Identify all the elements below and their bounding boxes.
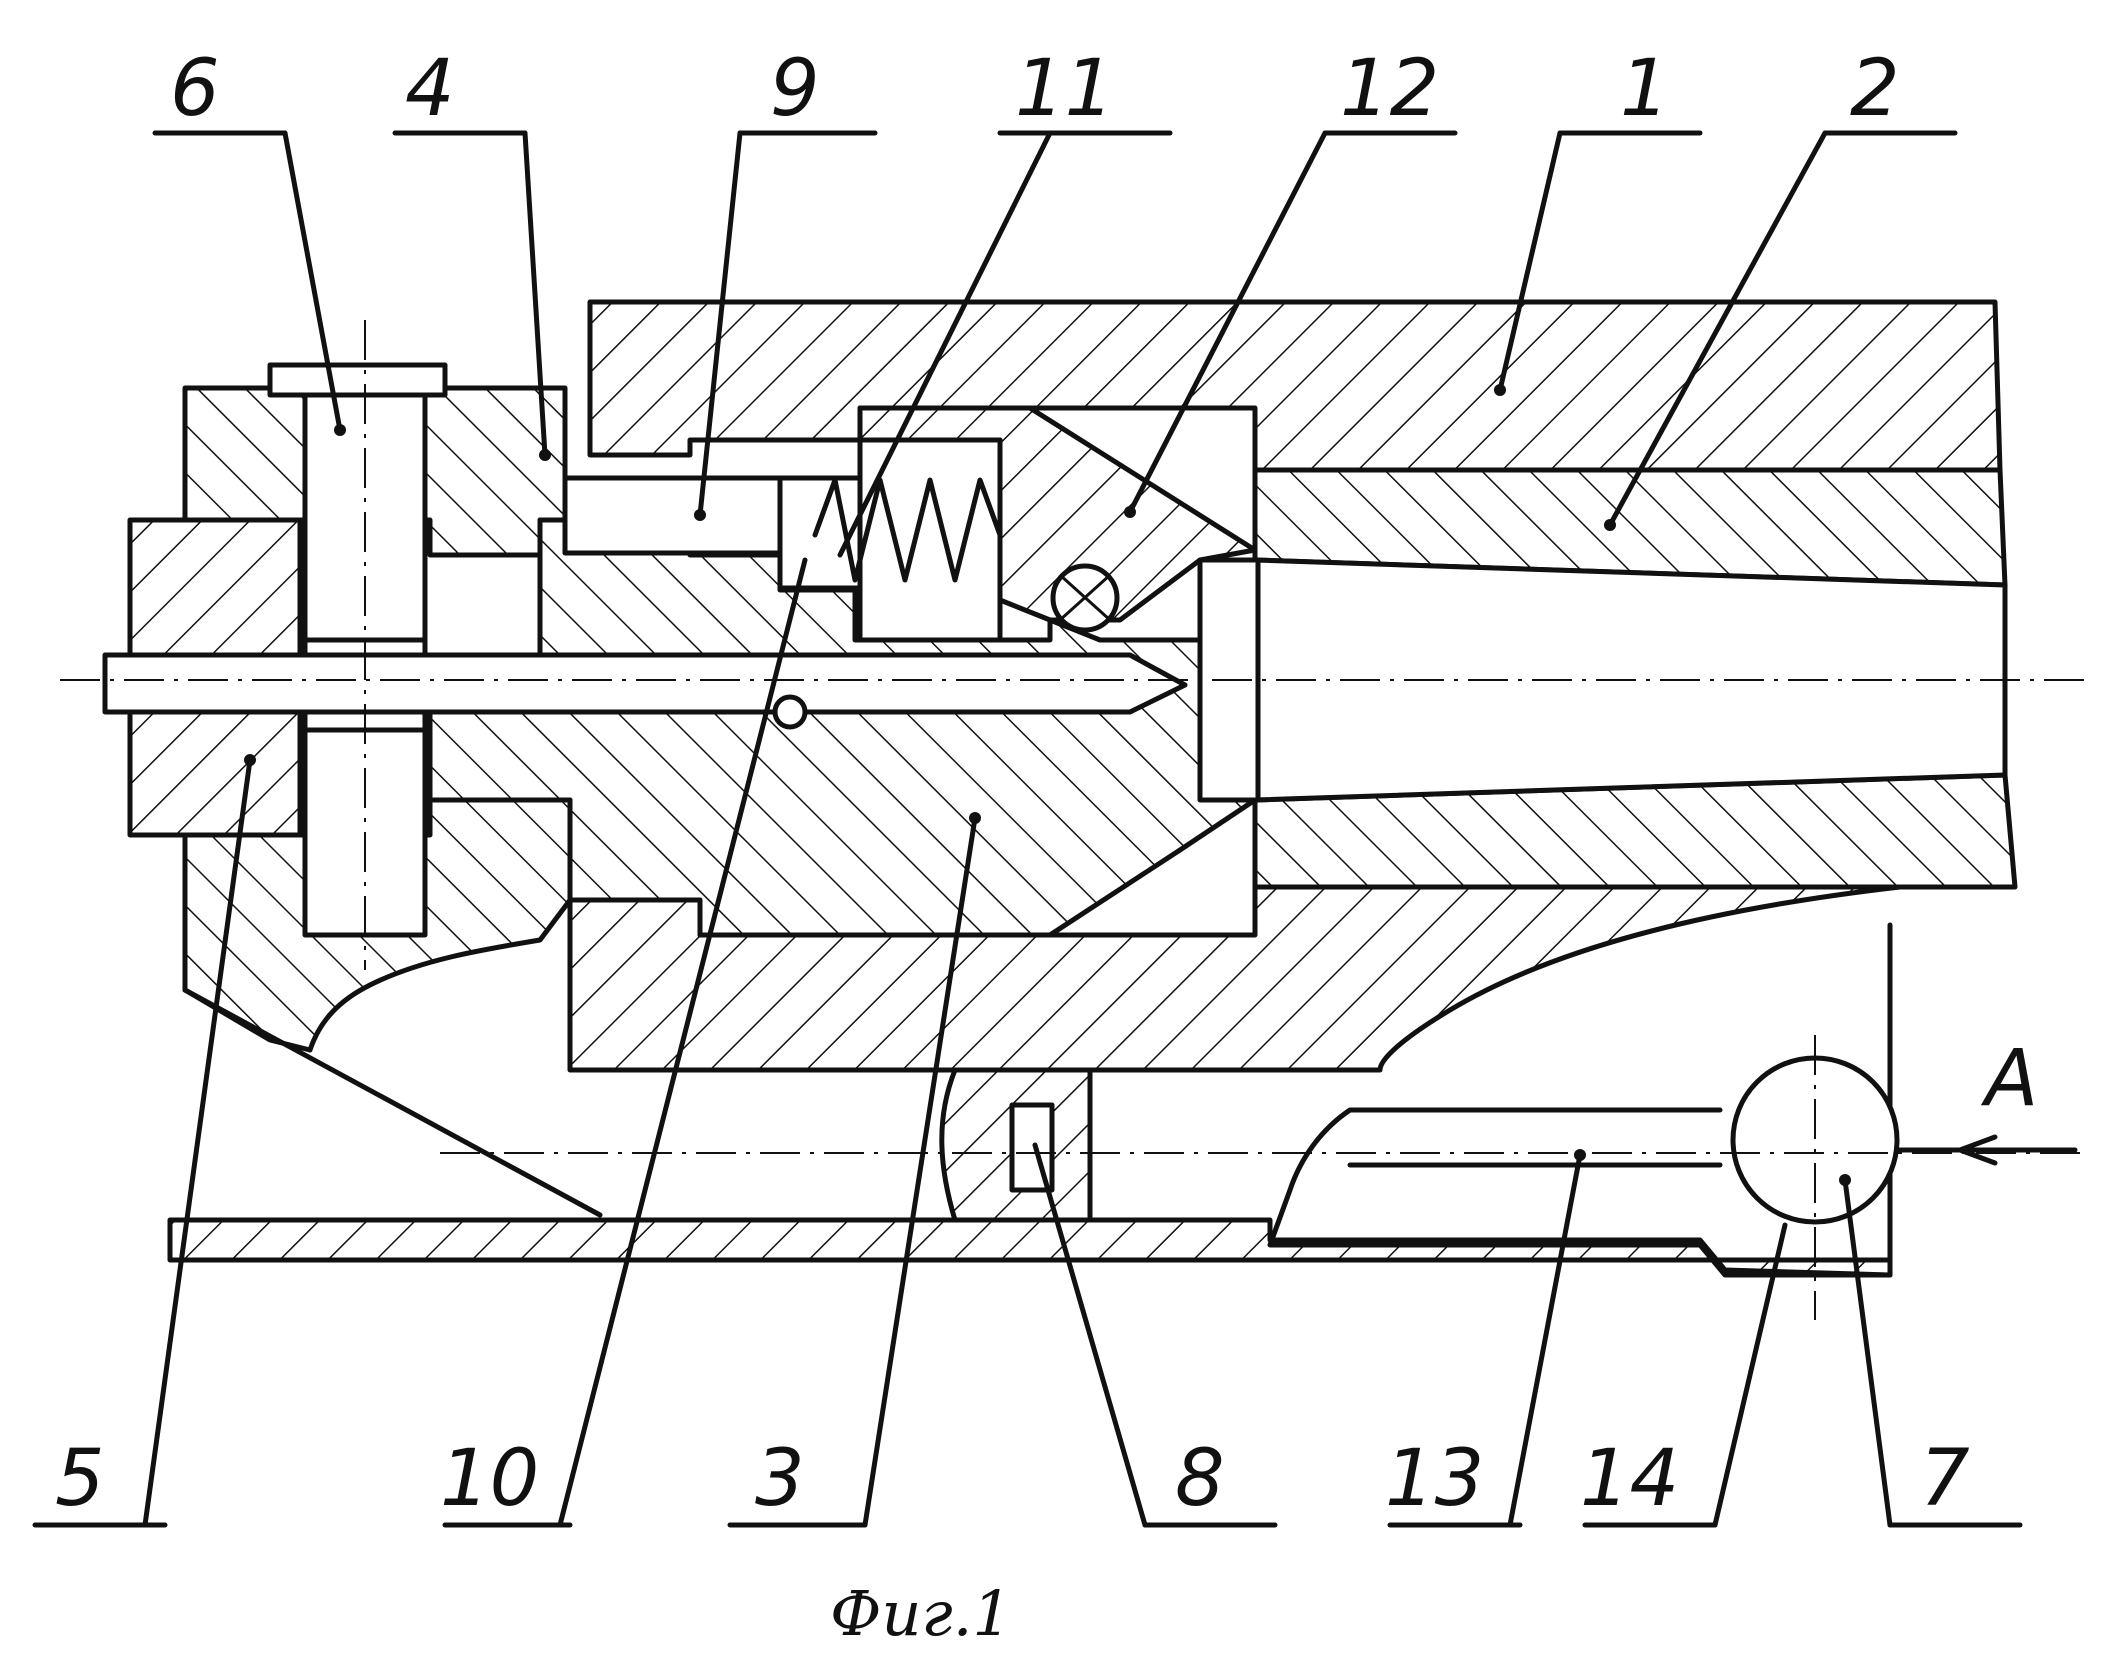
label-12: 12 [1340,44,1439,134]
ball-part-10 [775,697,805,727]
view-marker-a: A [1980,1034,2038,1124]
label-6: 6 [170,44,220,134]
channel-part-9 [565,478,780,553]
pin-6-head [270,365,445,395]
figure-caption: Фиг.1 [830,1577,1012,1650]
label-13: 13 [1385,1434,1484,1524]
rod [105,655,1185,712]
label-7: 7 [1920,1434,1970,1524]
label-14: 14 [1580,1434,1679,1524]
label-1: 1 [1620,44,1670,134]
label-2: 2 [1850,44,1900,134]
label-5: 5 [55,1434,105,1524]
label-3: 3 [755,1434,805,1524]
label-8: 8 [1175,1434,1225,1524]
label-11: 11 [1015,44,1114,134]
frame-lower [185,990,600,1215]
housing-part-1 [590,302,2000,470]
label-4: 4 [405,44,455,134]
label-9: 9 [770,44,820,134]
label-10: 10 [440,1434,539,1524]
